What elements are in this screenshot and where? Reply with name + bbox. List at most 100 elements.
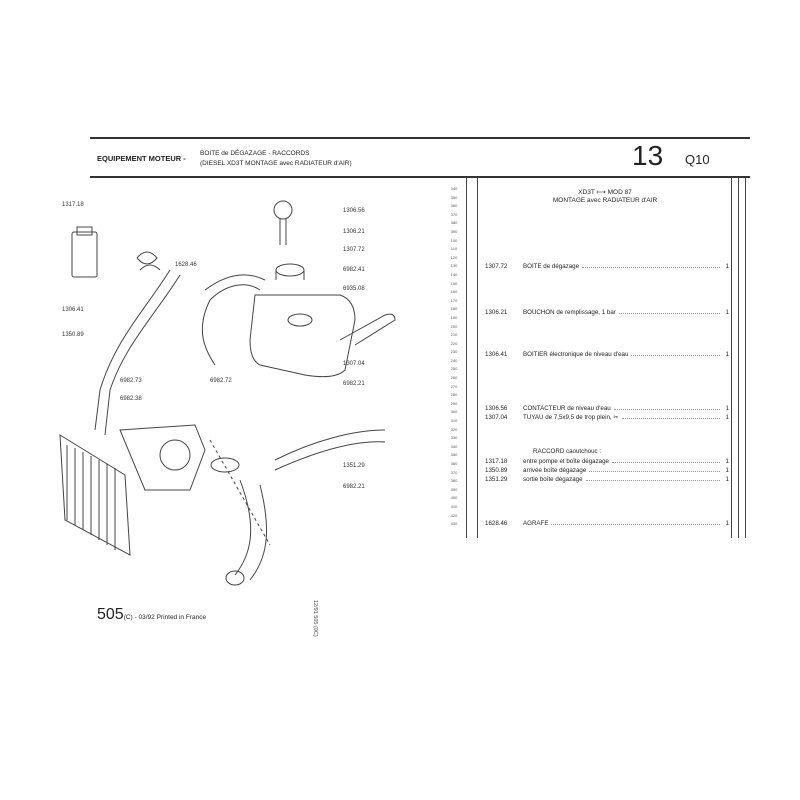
scale-tick: 400: [450, 495, 458, 501]
part-ref: 1317.18: [485, 458, 508, 465]
table-divider: [731, 178, 732, 538]
scale-tick: 350: [450, 194, 458, 200]
cap-1306-21: [275, 263, 305, 280]
callout-label: 1306.21: [343, 229, 365, 235]
leader-dashed: [209, 439, 271, 546]
scale-tick: 220: [450, 340, 458, 346]
scale-tick: 230: [450, 349, 458, 355]
part-qty: 1: [725, 476, 729, 483]
table-divider: [466, 178, 467, 538]
callout-label: 6982.21: [343, 381, 365, 387]
callout-label: 6982.41: [343, 267, 365, 273]
scale-tick: 390: [450, 228, 458, 234]
scale-tick: 390: [450, 486, 458, 492]
page-number: 13: [632, 140, 664, 171]
scale-tick: 190: [450, 314, 458, 320]
part-row: 1350.89 arrivée boîte dégazage 1: [485, 466, 729, 474]
footer: 505(C) - 03/92 Printed in France: [97, 606, 206, 624]
part-row: 1317.18 entre pompe et boîte dégazage 1: [485, 457, 729, 465]
scale-tick: 290: [450, 400, 458, 406]
clamp: [210, 457, 240, 473]
part-label: BOITE de dégazage: [523, 263, 580, 270]
column-title-line2: MONTAGE avec RADIATEUR d'AIR: [552, 197, 658, 204]
callout-label: 1307.04: [343, 361, 365, 367]
part-row: 1306.21 BOUCHON de remplissage, 1 bar 1: [485, 308, 729, 316]
scale-tick: 140: [450, 271, 458, 277]
part-row: 1628.46 AGRAFE 1: [485, 519, 729, 527]
hose-1317-18: [201, 274, 266, 366]
leader-dots: [631, 350, 720, 356]
part-qty: 1: [725, 414, 729, 421]
part-label: entre pompe et boîte dégazage: [523, 458, 610, 465]
scale-tick: 200: [450, 323, 458, 329]
scale-tick: 110: [450, 246, 458, 252]
part-ref: 1628.46: [485, 520, 508, 527]
part-qty: 1: [725, 467, 729, 474]
scale-tick: 340: [450, 186, 458, 191]
vertical-reference: 12/91 505 (0C): [312, 600, 318, 637]
scale-tick: 170: [450, 297, 458, 303]
scale-tick: 180: [450, 306, 458, 312]
hose-1351-29: [274, 429, 386, 471]
subtitle-line1: BOITE de DÉGAZAGE - RACCORDS: [200, 150, 310, 157]
leader-dots: [582, 262, 720, 268]
part-label: BOITIER électronique de niveau d'eau: [523, 351, 629, 358]
part-ref: 1307.72: [485, 263, 508, 270]
scale-tick: 380: [450, 220, 458, 226]
footer-suffix: (C) - 03/92 Printed in France: [123, 614, 207, 621]
callout-label: 6982.21: [343, 484, 365, 490]
part-ref: 1306.56: [485, 405, 508, 412]
scale-tick: 340: [450, 443, 458, 449]
header-bottom-rule: [90, 176, 750, 178]
scale-tick: 420: [450, 512, 458, 518]
part-label: arrivée boîte dégazage: [523, 467, 587, 474]
part-label: sortie boîte dégazage: [523, 476, 583, 483]
part-qty: 1: [725, 351, 729, 358]
scale-tick: 160: [450, 289, 458, 295]
scale-tick: 360: [450, 461, 458, 466]
part-qty: 1: [725, 309, 729, 316]
scale-tick: 240: [450, 357, 458, 363]
table-divider: [477, 178, 478, 538]
scale-tick: 360: [450, 203, 458, 209]
scale-tick: 100: [450, 237, 458, 243]
leader-dots: [621, 413, 720, 419]
part-ref: 1350.89: [485, 467, 508, 474]
hose-outlet: [225, 479, 267, 586]
callout-label: 6982.73: [120, 378, 142, 384]
part-label: AGRAFE: [523, 520, 549, 527]
part-qty: 1: [725, 520, 729, 527]
scale-tick: 370: [450, 469, 458, 475]
scale-tick: 130: [450, 263, 458, 269]
scale-tick: 320: [450, 426, 458, 432]
part-label: BOUCHON de remplissage, 1 bar: [523, 309, 616, 316]
part-qty: 1: [725, 263, 729, 270]
radiator-drawing: [59, 434, 131, 556]
scale-tick: 260: [450, 375, 458, 381]
callout-label: 1306.56: [343, 208, 365, 214]
part-ref: 1306.21: [485, 309, 508, 316]
part-qty: 1: [725, 458, 729, 465]
callout-label: 1307.72: [343, 247, 365, 253]
leader-dots: [585, 475, 720, 481]
clip-1628-46: [136, 251, 161, 271]
hose-1350-89: [94, 269, 181, 436]
scale-tick: 380: [450, 478, 458, 484]
header-top-rule: [90, 137, 750, 139]
cap-1306-56: [273, 200, 293, 245]
part-row: 1307.72 BOITE de dégazage 1: [485, 262, 729, 270]
scale-tick: 350: [450, 452, 458, 458]
part-qty: 1: [725, 405, 729, 412]
tank-1307-72: [249, 294, 356, 378]
callout-label: 1317.18: [62, 202, 84, 208]
parts-diagram: [59, 200, 396, 586]
callout-label: 6982.38: [120, 396, 142, 402]
callout-label: 1306.41: [62, 307, 84, 313]
scale-tick: 410: [450, 503, 458, 509]
scale-tick: 330: [450, 435, 458, 441]
leader-dots: [618, 308, 720, 314]
